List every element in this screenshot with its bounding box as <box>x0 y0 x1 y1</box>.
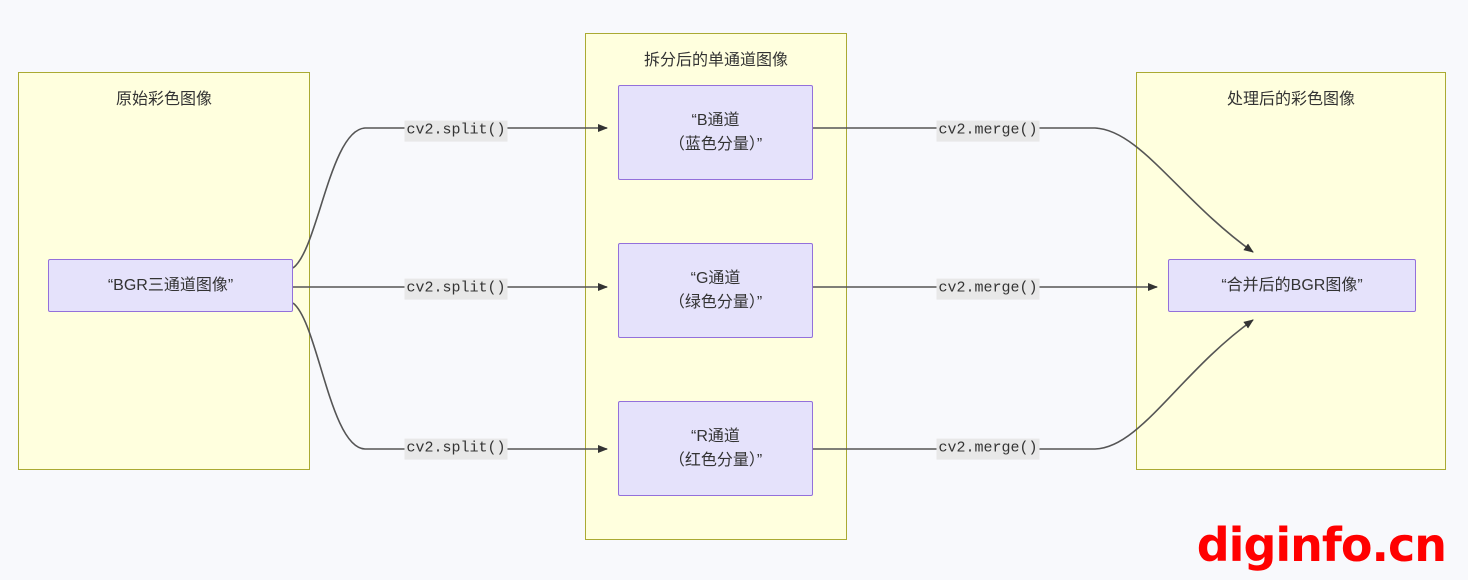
cluster-split-label: 拆分后的单通道图像 <box>643 52 788 69</box>
cluster-original-label: 原始彩色图像 <box>115 91 212 108</box>
node-b-channel[interactable]: “B通道 （蓝色分量）” <box>618 85 813 180</box>
watermark-diginfo: diginfo.cn <box>1196 518 1447 572</box>
node-g-channel[interactable]: “G通道 （绿色分量）” <box>618 243 813 338</box>
edge-path-split-r <box>292 302 608 453</box>
node-r-channel[interactable]: “R通道 （红色分量）” <box>618 401 813 496</box>
edge-path-split-b <box>292 124 608 269</box>
edge-label-split-r: cv2.split() <box>404 438 508 460</box>
edge-label-merge-r: cv2.merge() <box>936 438 1040 460</box>
edge-label-split-g: cv2.split() <box>404 278 508 300</box>
edge-label-split-b: cv2.split() <box>404 120 508 142</box>
edge-label-merge-b: cv2.merge() <box>936 120 1040 142</box>
node-bgr-source[interactable]: “BGR三通道图像” <box>48 259 293 312</box>
cluster-processed-label: 处理后的彩色图像 <box>1226 91 1355 108</box>
edge-label-merge-g: cv2.merge() <box>936 278 1040 300</box>
node-merged-bgr[interactable]: “合并后的BGR图像” <box>1168 259 1416 312</box>
